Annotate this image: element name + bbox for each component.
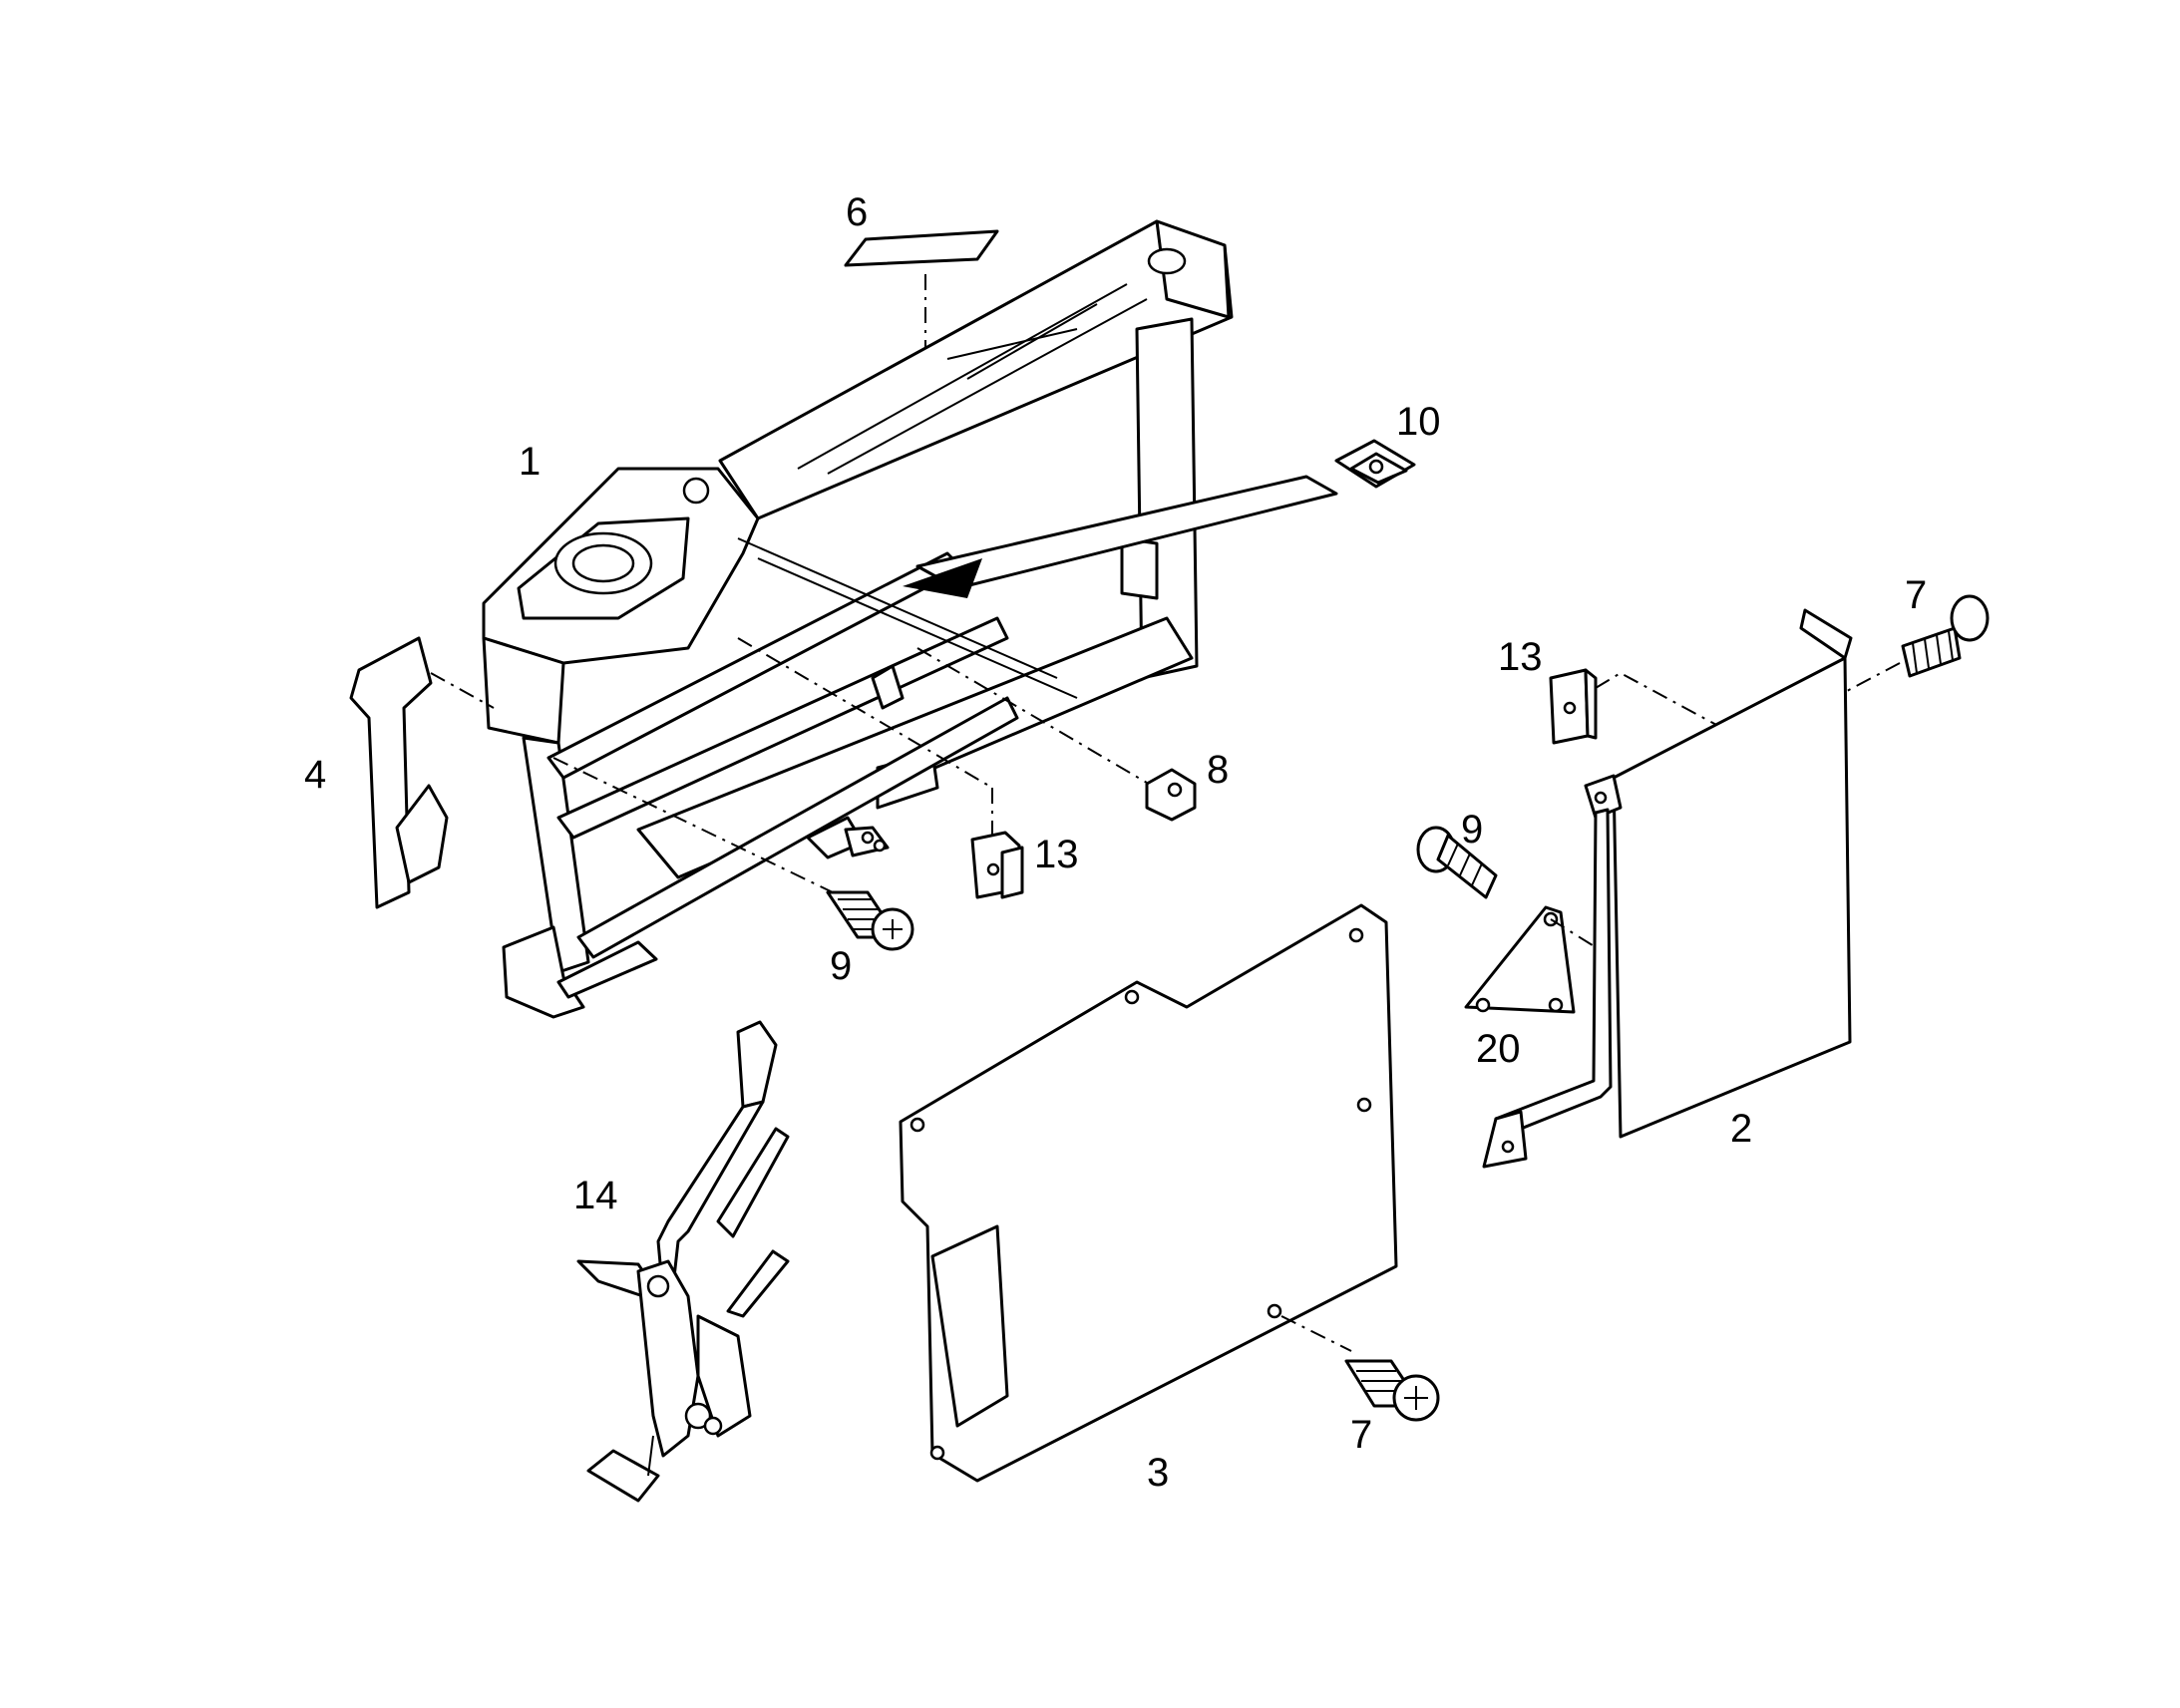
- part-7-screw-top: [1742, 594, 1990, 747]
- part-20-triangle-plate: [1464, 905, 1597, 1014]
- callout-13: 13: [1498, 635, 1543, 679]
- part-13-clip-right: [1549, 668, 1756, 747]
- callout-2: 2: [1730, 1107, 1752, 1151]
- part-9-screw-left: [552, 757, 914, 951]
- callout-4: 4: [304, 753, 326, 797]
- part-13-clip-left: [737, 637, 1024, 899]
- callout-10: 10: [1396, 400, 1441, 444]
- part-10-clip-nut: [1334, 439, 1416, 489]
- callout-13: 13: [1034, 833, 1079, 876]
- part-9-screw-right: [1416, 826, 1498, 899]
- callout-9: 9: [830, 944, 852, 988]
- part-7-screw-bottom: [1344, 1359, 1440, 1422]
- callout-labels: 6 1 10 7 13 4 8 9 13 9 20 2 14 7 3: [304, 190, 1927, 1495]
- part-14-lever-assembly: [576, 1020, 790, 1503]
- part-4-side-handle: [349, 636, 495, 909]
- callout-14: 14: [573, 1174, 618, 1217]
- callout-20: 20: [1476, 1027, 1521, 1071]
- callout-3: 3: [1147, 1451, 1169, 1495]
- part-3-cover-panel: [899, 903, 1398, 1483]
- part-8-hex-nut: [916, 647, 1197, 822]
- part-2-side-panel: [1482, 608, 1853, 1169]
- callout-1: 1: [519, 440, 541, 484]
- part-1-main-frame: [482, 219, 1338, 1019]
- callout-6: 6: [846, 190, 868, 234]
- callout-7: 7: [1350, 1413, 1372, 1457]
- callout-8: 8: [1207, 748, 1229, 792]
- callout-7: 7: [1905, 573, 1927, 617]
- callout-9: 9: [1461, 808, 1483, 852]
